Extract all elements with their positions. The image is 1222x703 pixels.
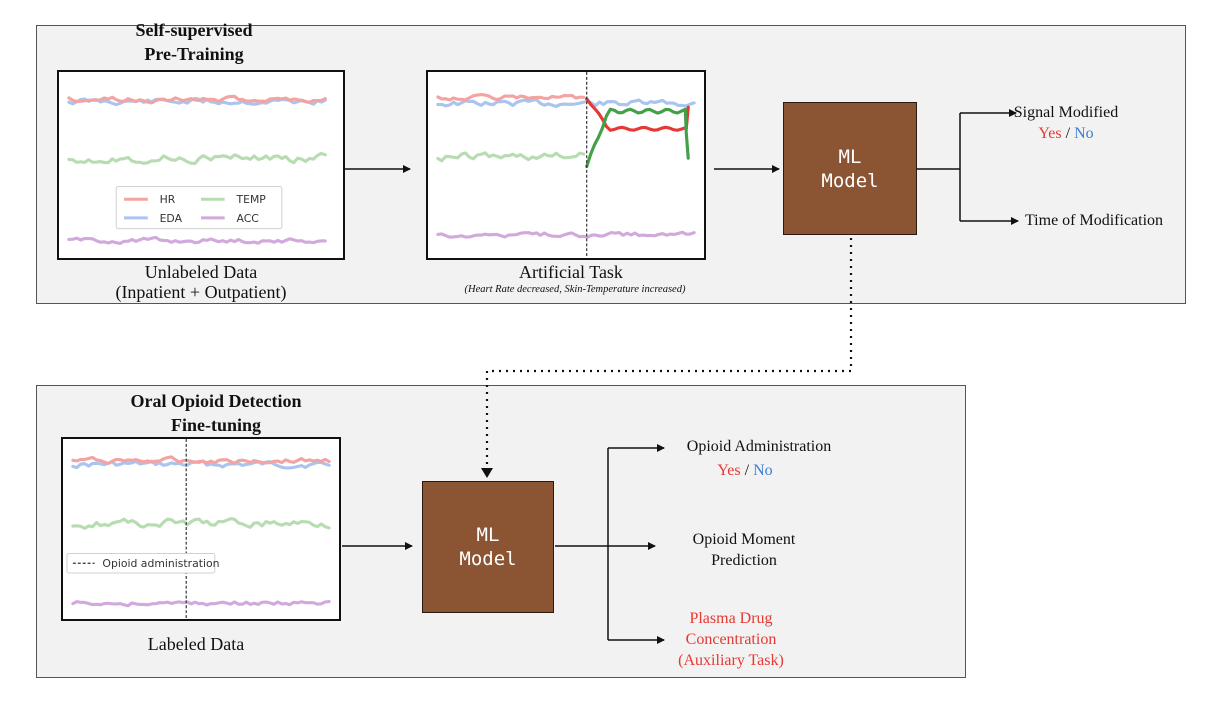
opioid-legend: Opioid administration xyxy=(66,552,220,574)
legend-temp-label: TEMP xyxy=(235,193,266,206)
opioid-administration-options: Yes / No xyxy=(717,461,772,480)
model-label-line2: Model xyxy=(821,170,879,192)
signal-modified-options: Yes / No xyxy=(1038,124,1093,143)
opioid-moment-line2: Prediction xyxy=(711,552,777,569)
temp-trace xyxy=(71,517,331,530)
plasma-concentration-line3: (Auxiliary Task) xyxy=(678,652,784,669)
hr-trace xyxy=(67,94,327,105)
opioid-moment-line1: Opioid Moment xyxy=(692,531,796,548)
acc-trace xyxy=(71,600,331,608)
pretraining-title-line1: Self-supervised xyxy=(135,20,253,40)
acc-trace xyxy=(436,230,696,239)
plasma-concentration-line1: Plasma Drug xyxy=(689,610,773,627)
finetuning-title-line2: Fine-tuning xyxy=(170,415,262,435)
unlabeled-caption-line2: (Inpatient + Outpatient) xyxy=(115,282,287,302)
ml-model-pretraining: ML Model xyxy=(783,102,917,235)
acc-trace xyxy=(67,235,327,245)
separator: / xyxy=(1061,125,1075,142)
labeled-data-panel: Opioid administration xyxy=(61,437,341,621)
no-label: No xyxy=(753,462,773,479)
yes-label: Yes xyxy=(717,462,741,479)
model-label-line1: ML xyxy=(838,146,862,168)
no-label: No xyxy=(1074,125,1094,142)
modified-temp-trace xyxy=(585,107,690,169)
pretraining-title-line2: Pre-Training xyxy=(144,44,244,64)
unlabeled-data-panel: HR EDA TEMP ACC xyxy=(57,70,345,260)
hr-trace xyxy=(436,93,586,102)
opioid-administration-label: Opioid Administration xyxy=(686,438,832,455)
eda-trace xyxy=(436,97,696,109)
temp-trace xyxy=(67,151,327,166)
legend-acc-label: ACC xyxy=(237,212,259,225)
signal-modified-label: Signal Modified xyxy=(1013,104,1119,121)
signal-legend: HR EDA TEMP ACC xyxy=(115,186,283,230)
legend-dashed-label: Opioid administration xyxy=(102,557,219,570)
plasma-concentration-line2: Concentration xyxy=(685,631,777,648)
legend-eda-label: EDA xyxy=(160,212,183,225)
model-label-line2: Model xyxy=(459,548,517,570)
hr-trace xyxy=(71,455,331,466)
dotted-transfer-connector xyxy=(485,238,853,470)
ml-model-finetuning: ML Model xyxy=(422,481,554,613)
model-label-line1: ML xyxy=(476,524,500,546)
temp-trace xyxy=(436,151,586,163)
dotted-transfer-arrowhead xyxy=(481,468,493,478)
time-of-modification-label: Time of Modification xyxy=(1024,212,1164,229)
finetuning-title-line1: Oral Opioid Detection xyxy=(130,391,302,411)
artificial-task-panel xyxy=(426,70,706,260)
unlabeled-caption-line1: Unlabeled Data xyxy=(144,262,258,282)
separator: / xyxy=(740,462,754,479)
artificial-task-caption: Artificial Task xyxy=(519,262,623,282)
labeled-caption: Labeled Data xyxy=(147,634,245,654)
legend-hr-label: HR xyxy=(160,193,176,206)
yes-label: Yes xyxy=(1038,125,1062,142)
artificial-task-subcaption: (Heart Rate decreased, Skin-Temperature … xyxy=(464,284,686,295)
